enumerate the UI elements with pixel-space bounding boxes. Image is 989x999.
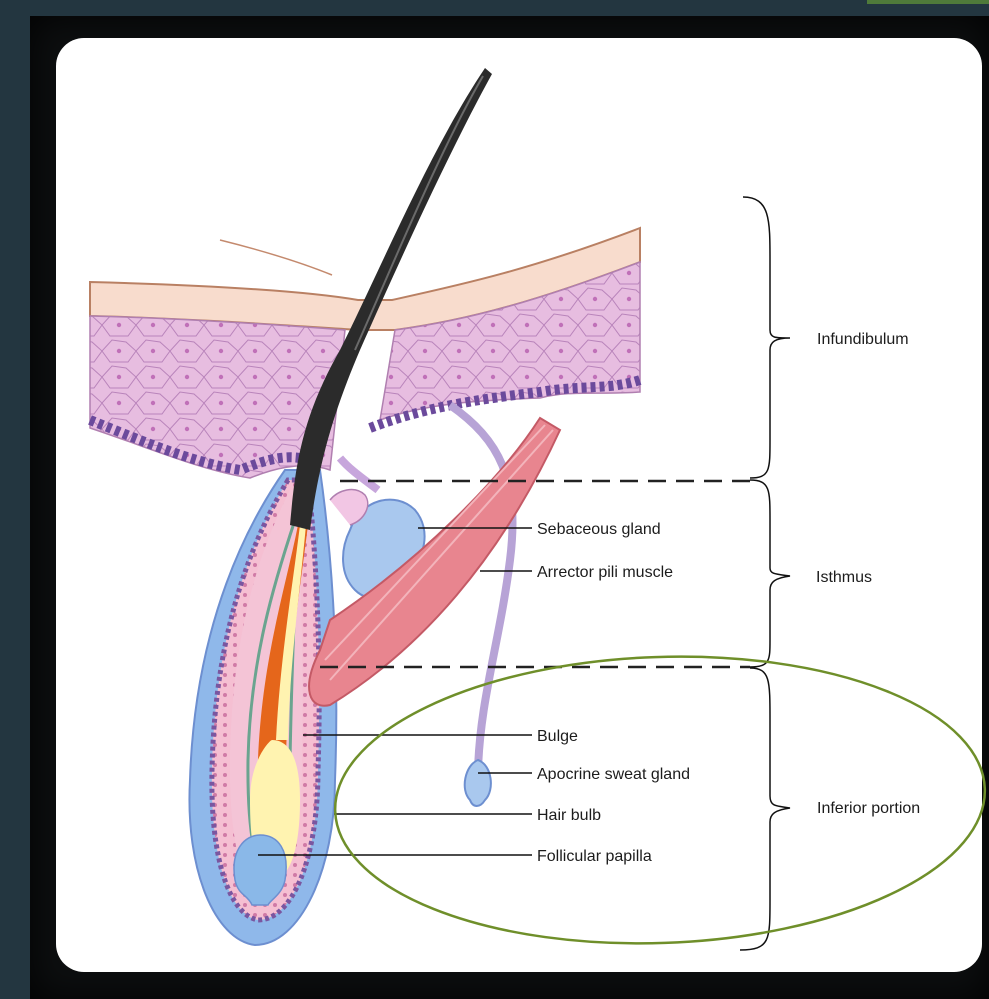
label-inferior-portion: Inferior portion (817, 800, 920, 817)
label-isthmus: Isthmus (816, 569, 872, 586)
apocrine-gland-shape (465, 760, 491, 806)
brace-isthmus (750, 480, 790, 667)
label-sebaceous-gland: Sebaceous gland (537, 521, 661, 538)
brace-infundibulum (743, 197, 790, 478)
label-arrector-pili: Arrector pili muscle (537, 564, 673, 581)
brace-inferior (740, 668, 790, 950)
label-hair-bulb: Hair bulb (537, 807, 601, 824)
label-bulge: Bulge (537, 728, 578, 745)
label-follicular-papilla: Follicular papilla (537, 848, 652, 865)
label-infundibulum: Infundibulum (817, 331, 909, 348)
label-apocrine: Apocrine sweat gland (537, 766, 690, 783)
